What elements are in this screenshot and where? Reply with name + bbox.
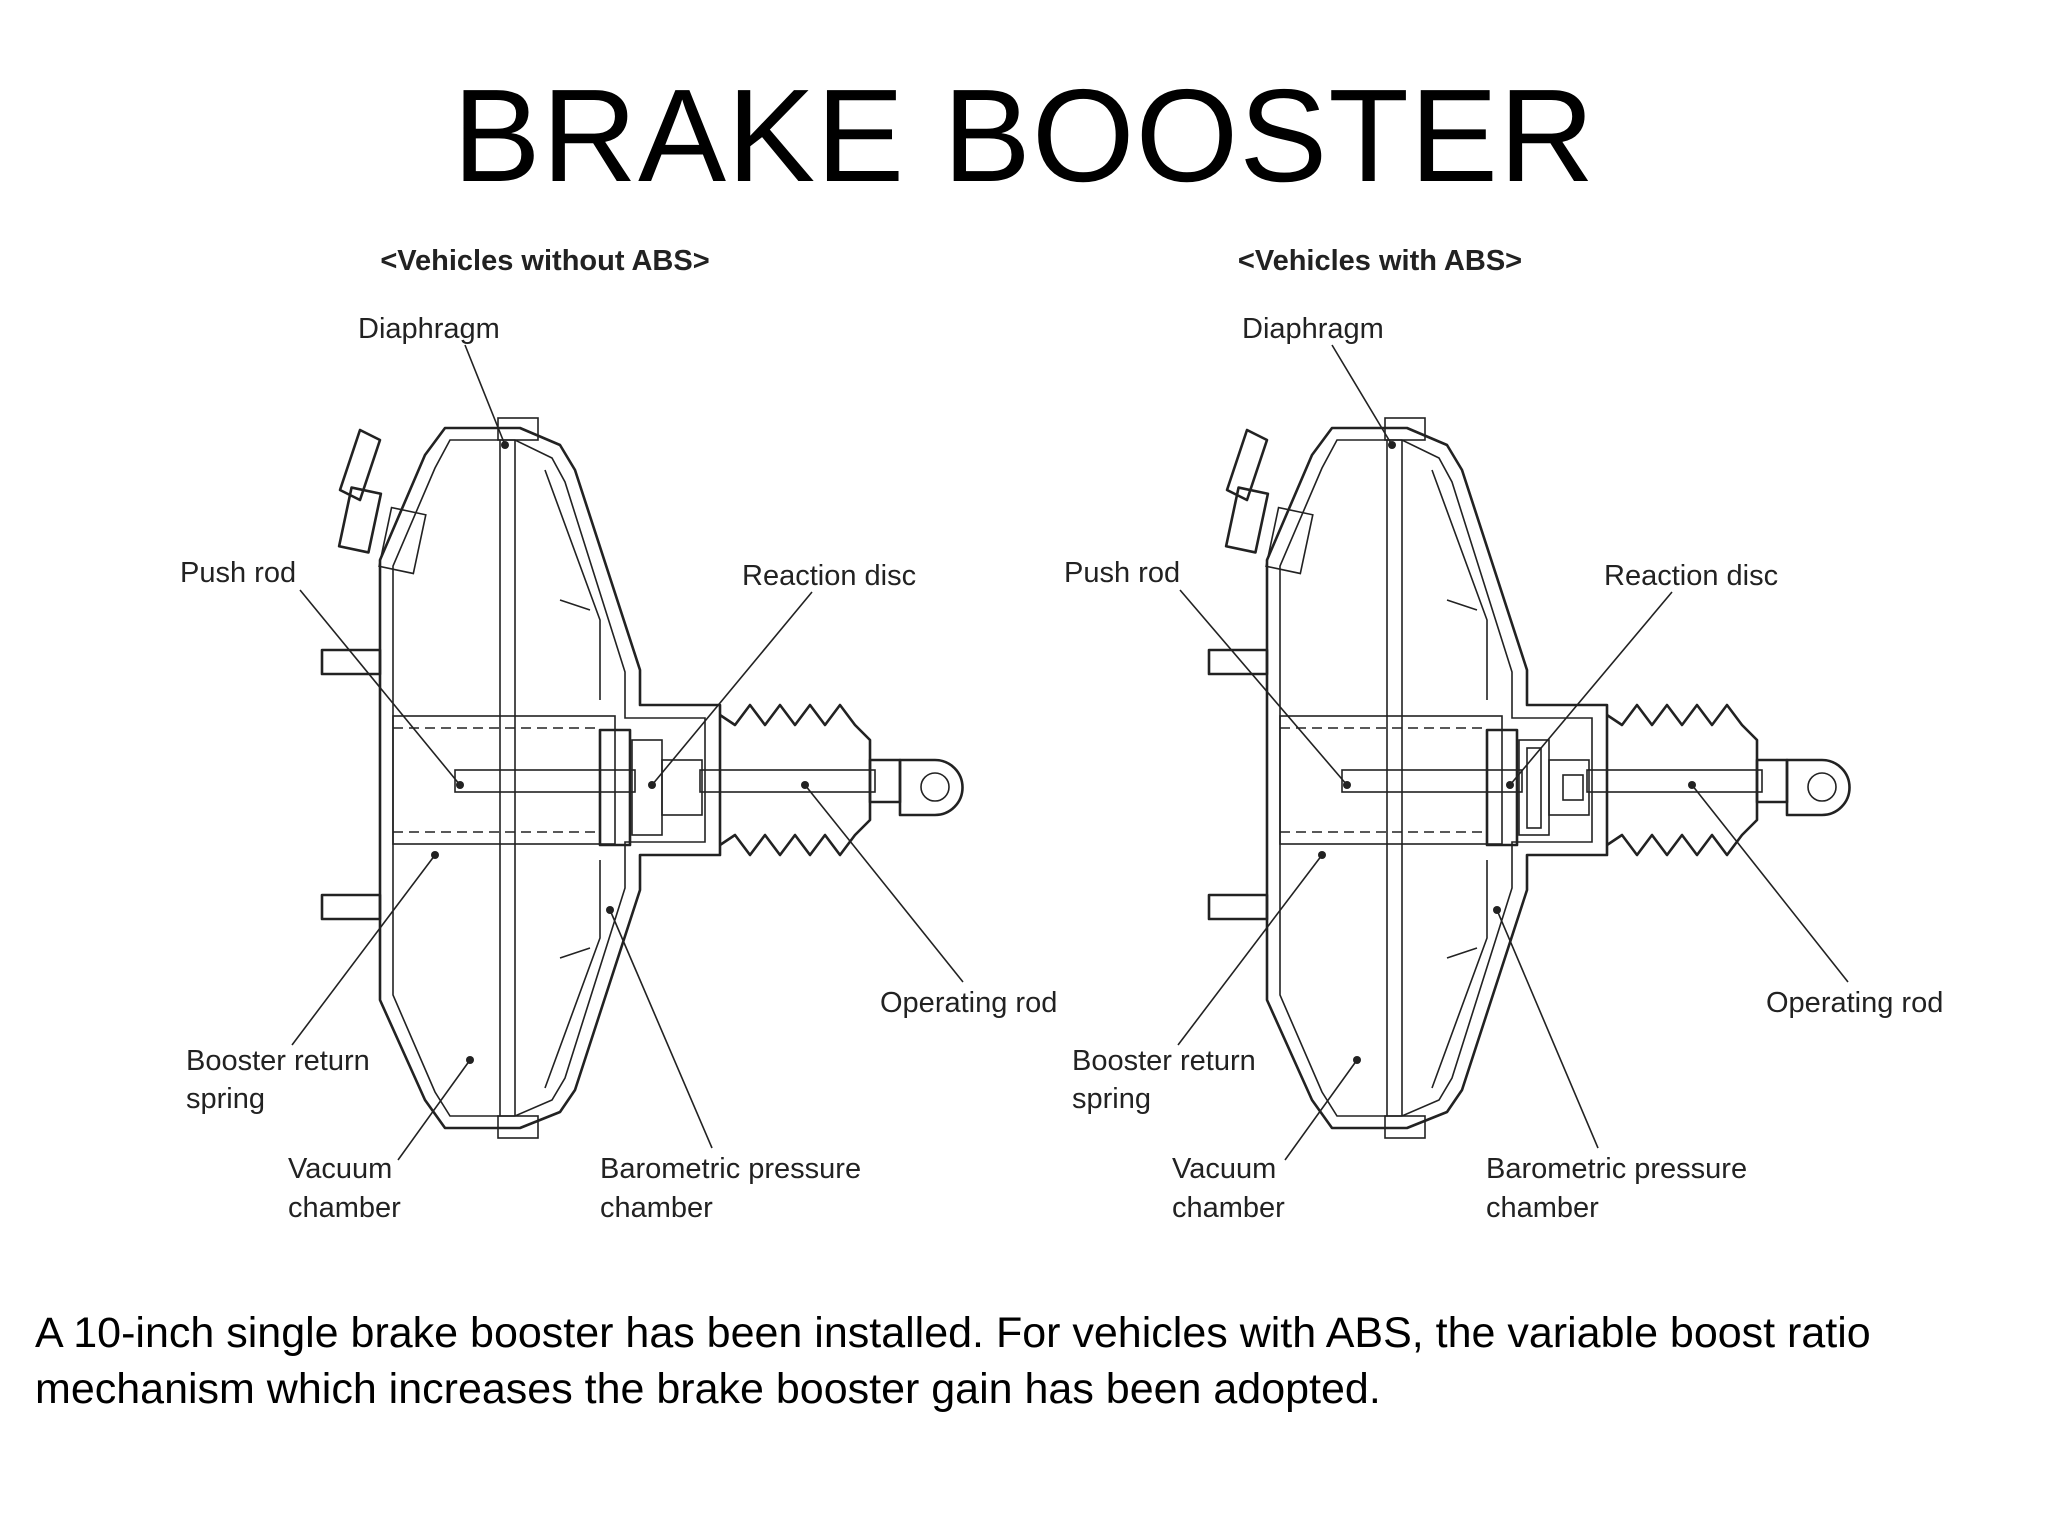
diagram-without-abs: <Vehicles without ABS> xyxy=(180,245,1057,1224)
label-push-rod: Push rod xyxy=(180,557,296,589)
slide-title: BRAKE BOOSTER xyxy=(452,62,1596,209)
leader-lines xyxy=(1177,344,1849,1161)
label-diaphragm: Diaphragm xyxy=(358,313,500,345)
label-operating-rod: Operating rod xyxy=(1766,987,1943,1019)
label-vacuum-chamber-1: Vacuum xyxy=(288,1153,392,1185)
label-diaphragm: Diaphragm xyxy=(1242,313,1384,345)
label-booster-return-spring-2: spring xyxy=(1072,1083,1151,1115)
label-barometric-pressure-chamber-1: Barometric pressure xyxy=(1486,1153,1747,1185)
diagram-heading: <Vehicles without ABS> xyxy=(380,245,709,277)
label-vacuum-chamber-2: chamber xyxy=(288,1192,401,1224)
label-push-rod: Push rod xyxy=(1064,557,1180,589)
label-reaction-disc: Reaction disc xyxy=(742,560,916,592)
diagram-heading: <Vehicles with ABS> xyxy=(1238,245,1522,277)
booster-body xyxy=(320,417,964,1139)
diagram-with-abs: <Vehicles with ABS> xyxy=(1064,245,1943,1224)
label-barometric-pressure-chamber-1: Barometric pressure xyxy=(600,1153,861,1185)
booster-body xyxy=(1207,417,1851,1139)
label-barometric-pressure-chamber-2: chamber xyxy=(600,1192,713,1224)
label-booster-return-spring-1: Booster return xyxy=(186,1045,370,1077)
label-booster-return-spring-2: spring xyxy=(186,1083,265,1115)
leader-lines xyxy=(291,344,964,1161)
label-booster-return-spring-1: Booster return xyxy=(1072,1045,1256,1077)
label-vacuum-chamber-1: Vacuum xyxy=(1172,1153,1276,1185)
caption-text: A 10-inch single brake booster has been … xyxy=(35,1309,1871,1413)
label-reaction-disc: Reaction disc xyxy=(1604,560,1778,592)
label-barometric-pressure-chamber-2: chamber xyxy=(1486,1192,1599,1224)
label-vacuum-chamber-2: chamber xyxy=(1172,1192,1285,1224)
label-operating-rod: Operating rod xyxy=(880,987,1057,1019)
